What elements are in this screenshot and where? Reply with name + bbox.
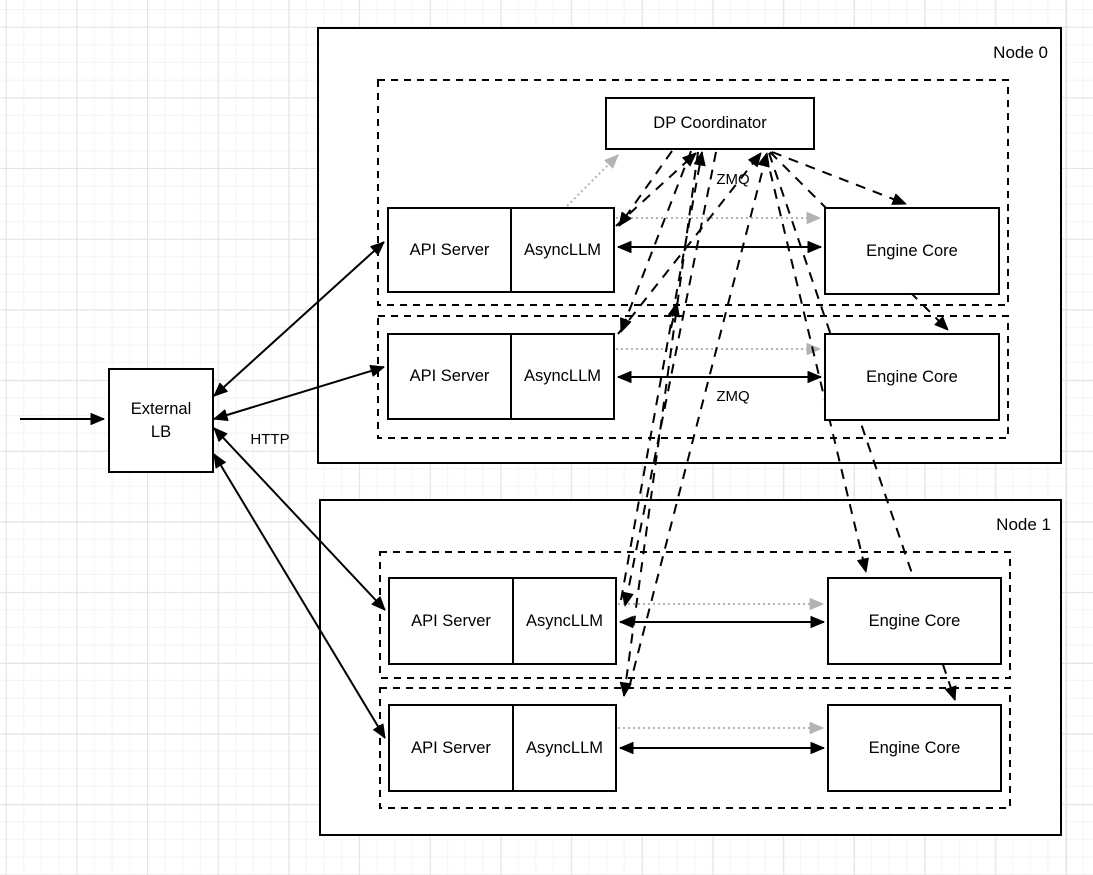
dp-coordinator-box: DP Coordinator [605, 97, 815, 150]
api-server-box-node0-row1: API Server AsyncLLM [387, 207, 615, 293]
edge-zmq-coord-to-engine-node0-row2 [769, 151, 949, 331]
edge-zmq-coord-to-async-node0-row2 [620, 150, 692, 333]
edge-zmq-async-to-coord-node1-row1-midarrow [668, 302, 680, 329]
node1-rank3-dashed-group [379, 687, 1011, 809]
api-server-box-node1-row2: API Server AsyncLLM [388, 704, 617, 792]
api-server-label: API Server [389, 209, 512, 291]
api-server-label: API Server [390, 706, 514, 790]
node0-rank0-dashed-group [377, 79, 1009, 306]
zmq-label-row2: ZMQ [716, 388, 750, 405]
node1-label: Node 1 [996, 515, 1051, 534]
asyncllm-label: AsyncLLM [525, 738, 604, 757]
engine-core-box-node0-row1: Engine Core [824, 207, 1000, 295]
edge-lb-api-node0-row2 [213, 365, 385, 421]
edge-zmq-coord-to-async-node0-row1 [618, 150, 673, 227]
asyncllm-label: AsyncLLM [523, 367, 602, 386]
external-lb-box: External LB [108, 368, 214, 473]
zmq-label-coordinator: ZMQ [716, 171, 750, 188]
http-label: HTTP [250, 431, 290, 448]
edge-zmq-async-to-coord-node0-row2 [617, 152, 762, 335]
api-server-box-node0-row2: API Server AsyncLLM [387, 333, 615, 420]
asyncllm-label: AsyncLLM [525, 611, 604, 630]
edge-zmq-async-to-coord-node1-row2 [628, 152, 770, 689]
edge-zmq-coord-to-engine-node1-row2 [768, 152, 957, 701]
api-server-label: API Server [390, 579, 514, 663]
api-server-box-node1-row1: API Server AsyncLLM [388, 577, 617, 665]
edge-lb-api-node1-row2 [213, 453, 386, 739]
edge-zmq-coord-to-async-node1-row1 [621, 151, 717, 607]
engine-core-box-node1-row1: Engine Core [827, 577, 1002, 665]
engine-core-box-node0-row2: Engine Core [824, 333, 1000, 421]
edge-zmq-coord-to-engine-node0-row1 [771, 151, 907, 205]
engine-core-box-node1-row2: Engine Core [827, 704, 1002, 792]
api-server-label: API Server [389, 335, 512, 418]
external-lb-label: External LB [130, 400, 192, 441]
edge-zmq-coord-to-async-node1-row2 [619, 151, 699, 697]
asyncllm-label: AsyncLLM [523, 240, 602, 259]
node0-label: Node 0 [993, 43, 1048, 62]
edge-dotted-async-to-coordinator-node0-row1 [566, 154, 619, 207]
